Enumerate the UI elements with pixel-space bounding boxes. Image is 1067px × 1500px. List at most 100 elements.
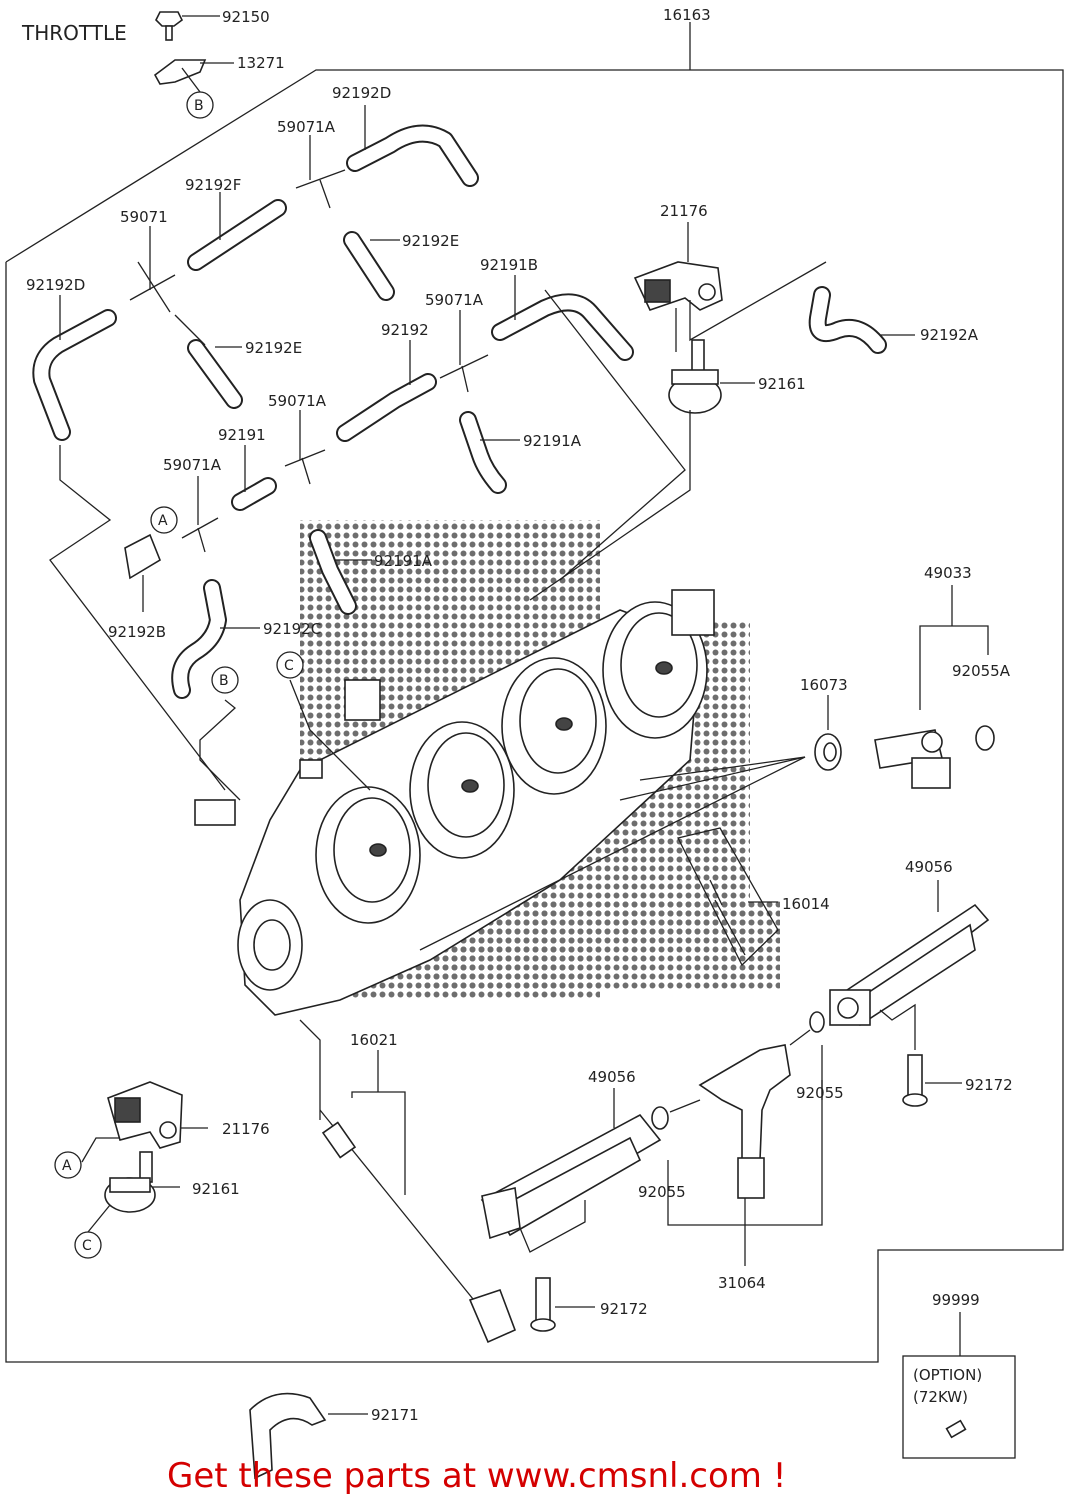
marker-b-mid: B [211, 666, 239, 694]
label-92192b: 92192B [108, 623, 166, 641]
label-92172-right: 92172 [965, 1076, 1013, 1094]
svg-text:A: A [158, 513, 168, 529]
hose-92192e-2 [187, 339, 243, 409]
hose-92191 [231, 477, 277, 511]
hose-92192d-top [346, 124, 479, 187]
hose-92192 [336, 373, 437, 442]
fuel-hose-31064 [698, 1044, 791, 1199]
injector-49033 [874, 729, 951, 789]
hose-92191b [491, 293, 634, 361]
label-59071a-2: 59071A [425, 291, 484, 309]
cross-connector-59071 [129, 261, 176, 313]
hose-92191a-1 [459, 411, 507, 494]
label-49056-mid: 49056 [588, 1068, 636, 1086]
option-label: (OPTION) [913, 1366, 982, 1384]
label-92192f: 92192F [185, 176, 241, 194]
label-92171: 92171 [371, 1406, 419, 1424]
promo-link-text[interactable]: Get these parts at www.cmsnl.com ! [167, 1456, 786, 1496]
tee-connector-59071a-4 [181, 517, 219, 553]
label-13271: 13271 [237, 54, 285, 72]
o-ring-92055-right [809, 1011, 825, 1033]
throttle-body-assembly [194, 589, 715, 1016]
marker-a-upper: A [150, 506, 178, 534]
label-16073: 16073 [800, 676, 848, 694]
label-92150: 92150 [222, 8, 270, 26]
label-59071a-1: 59071A [277, 118, 336, 136]
sensor-21176-bottom [107, 1081, 183, 1149]
label-49033: 49033 [924, 564, 972, 582]
seal-16073 [814, 733, 842, 771]
bypass-screw-16021 [319, 1109, 517, 1344]
tee-connector-59071a-1 [295, 169, 346, 209]
clamp-92171 [249, 1392, 327, 1480]
label-92192: 92192 [381, 321, 429, 339]
hose-92192a [808, 286, 887, 354]
svg-text:B: B [194, 98, 204, 114]
throttle-bore-3 [501, 657, 607, 795]
label-49056-right: 49056 [905, 858, 953, 876]
label-92191b: 92191B [480, 256, 538, 274]
fuel-rail-49056-mid [480, 1113, 662, 1240]
label-16014: 16014 [782, 895, 830, 913]
assembly-frame [5, 69, 1064, 1363]
marker-c-lower: C [74, 1231, 102, 1259]
throttle-bore-2 [409, 721, 515, 859]
hose-92192c [171, 579, 227, 699]
label-92192c: 92192C [263, 620, 321, 638]
svg-text:B: B [219, 673, 229, 689]
throttle-bore-4 [602, 601, 708, 739]
option-kw-label: (72KW) [913, 1388, 968, 1406]
svg-text:C: C [284, 658, 294, 674]
tee-connector-59071a-2 [439, 354, 489, 393]
screw-set-16014 [677, 827, 779, 967]
option-box: (OPTION) (72KW) [902, 1355, 1016, 1459]
label-92192a: 92192A [920, 326, 979, 344]
marker-b-top: B [186, 91, 214, 119]
label-92161-top: 92161 [758, 375, 806, 393]
label-92192e-1: 92192E [402, 232, 459, 250]
hose-92192e-1 [343, 231, 395, 301]
svg-text:C: C [82, 1238, 92, 1254]
label-92191a-2: 92191A [374, 552, 433, 570]
label-59071: 59071 [120, 208, 168, 226]
bracket-13271 [153, 59, 207, 85]
hose-92191a-2 [309, 529, 357, 615]
marker-c-mid: C [276, 651, 304, 679]
label-92172-mid: 92172 [600, 1300, 648, 1318]
svg-text:A: A [62, 1158, 72, 1174]
label-92055-a: 92055 [796, 1084, 844, 1102]
bolt-92172-mid [530, 1277, 556, 1332]
label-92191: 92191 [218, 426, 266, 444]
valve-92161-top [668, 339, 722, 414]
label-59071a-3: 59071A [268, 392, 327, 410]
label-92055-b: 92055 [638, 1183, 686, 1201]
label-16021: 16021 [350, 1031, 398, 1049]
tee-connector-59071a-3 [284, 449, 326, 485]
part-labels: 92150 13271 16163 92192D 59071A 92192F 5… [26, 6, 1013, 1424]
label-99999: 99999 [932, 1291, 980, 1309]
bolt-92172-right [902, 1054, 928, 1107]
sensor-21176-top [633, 261, 723, 311]
label-92192d-top: 92192D [332, 84, 391, 102]
diagram-title: THROTTLE [21, 21, 127, 45]
label-92192e-2: 92192E [245, 339, 302, 357]
o-ring-92055a [975, 725, 995, 751]
fuel-rail-49056-right [829, 903, 990, 1027]
label-21176-top: 21176 [660, 202, 708, 220]
label-21176-bottom: 21176 [222, 1120, 270, 1138]
label-92192d-left: 92192D [26, 276, 85, 294]
label-92191a-1: 92191A [523, 432, 582, 450]
cap-92192b [124, 533, 161, 580]
valve-92161-bottom [104, 1151, 156, 1213]
marker-a-lower: A [54, 1151, 82, 1179]
hose-92192f [187, 199, 287, 271]
label-92161-bottom: 92161 [192, 1180, 240, 1198]
throttle-bore-1 [315, 786, 421, 924]
label-31064: 31064 [718, 1274, 766, 1292]
label-59071a-4: 59071A [163, 456, 222, 474]
throttle-pulley [237, 899, 303, 991]
o-ring-92055-left [651, 1106, 669, 1130]
label-16163: 16163 [663, 6, 711, 24]
label-92055a: 92055A [952, 662, 1011, 680]
